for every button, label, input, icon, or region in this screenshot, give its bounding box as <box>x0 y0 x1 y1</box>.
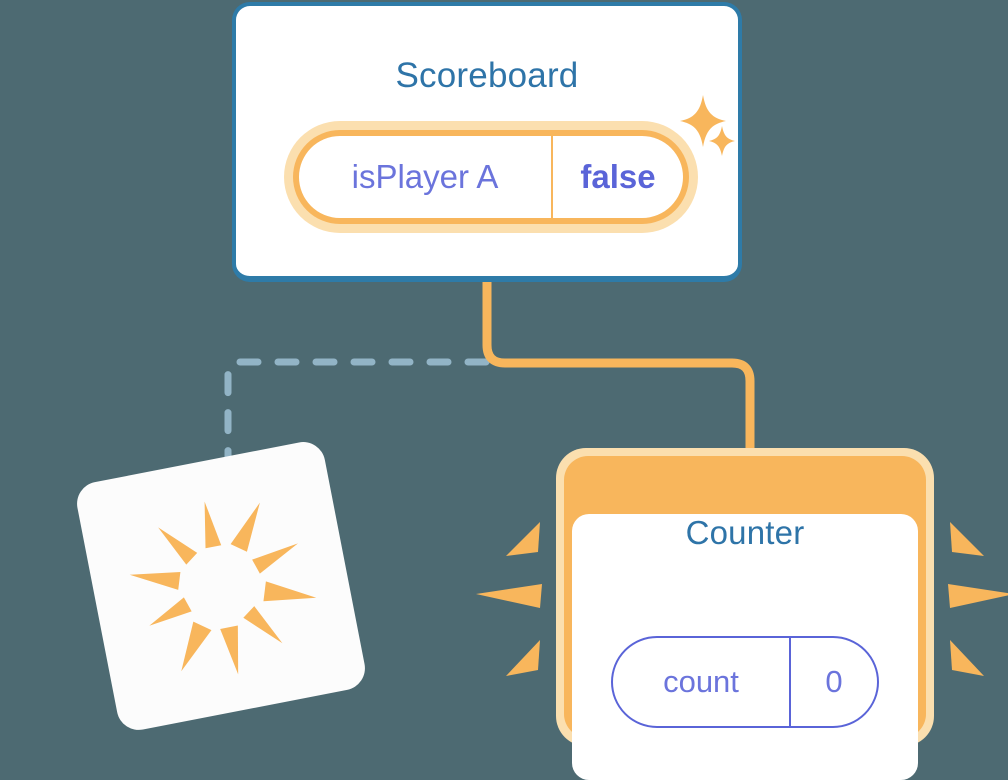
capsule-ring: isPlayer A false <box>293 130 689 224</box>
burst-ray <box>149 597 192 626</box>
counter-rays-layer <box>476 522 1008 676</box>
counter-property-value: 0 <box>825 664 843 699</box>
counter-ray-right <box>950 640 984 676</box>
burst-ray <box>230 502 260 552</box>
scoreboard-card[interactable]: Scoreboard isPlayer A false <box>232 2 742 282</box>
sparkle-layer <box>680 95 735 156</box>
burst-card <box>73 438 369 734</box>
burst-ray <box>204 501 222 549</box>
burst-ray <box>263 581 317 602</box>
scoreboard-property-capsule[interactable]: isPlayer A false <box>284 121 698 233</box>
capsule-divider <box>551 136 553 218</box>
burst-ray <box>181 621 212 672</box>
counter-ray-left <box>476 584 542 608</box>
counter-card-ring: Counter count 0 <box>564 456 926 780</box>
connector-layer <box>224 282 755 480</box>
burst-ray <box>129 571 181 590</box>
dashed-connector-line <box>224 358 490 480</box>
burst-ray <box>243 606 283 644</box>
counter-ray-right <box>948 584 1008 608</box>
counter-ray-right <box>950 522 984 556</box>
sparkle-small-icon <box>709 126 735 156</box>
counter-title: Counter <box>685 514 805 551</box>
scoreboard-property-key: isPlayer A <box>351 158 499 195</box>
burst-ray <box>252 543 298 574</box>
counter-ray-left <box>506 640 540 676</box>
counter-ray-left <box>506 522 540 556</box>
counter-card-inner: Counter count 0 <box>572 514 918 780</box>
burst-ray <box>220 625 239 675</box>
burst-ray <box>158 527 198 565</box>
sparkle-large-icon <box>680 95 726 147</box>
pill-divider <box>789 638 791 726</box>
counter-property-key: count <box>663 664 739 699</box>
capsule-inner: isPlayer A false <box>299 136 683 218</box>
solid-connector-line <box>482 282 755 470</box>
counter-property-pill[interactable]: count 0 <box>611 636 879 728</box>
diagram-canvas: Scoreboard isPlayer A false <box>73 2 1008 780</box>
burst-rays <box>129 501 317 675</box>
burst-card-layer <box>73 438 369 734</box>
scoreboard-property-value: false <box>580 158 656 195</box>
scoreboard-title: Scoreboard <box>395 56 579 95</box>
cards-layer: Scoreboard isPlayer A false <box>232 2 1008 780</box>
counter-card[interactable]: Counter count 0 <box>556 448 934 780</box>
